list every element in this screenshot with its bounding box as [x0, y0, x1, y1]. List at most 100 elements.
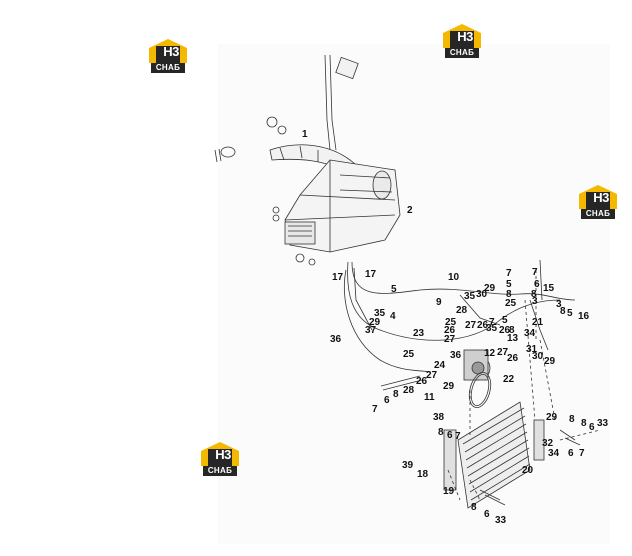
- callout-label: 8: [569, 414, 575, 425]
- diagram-background: [218, 44, 610, 544]
- callout-label: 10: [448, 272, 460, 283]
- refrigerant-line: [347, 261, 561, 341]
- logo-subtext: СНАБ: [151, 63, 185, 73]
- condenser: [443, 401, 545, 509]
- callout-label: 7: [532, 267, 538, 278]
- callout-label: 21: [532, 317, 544, 328]
- callout-numbers: 1 2 17 17 5 10 7 7 6 29 5 8 15 35 30 8 3…: [302, 129, 609, 526]
- logo-text: H3: [593, 190, 609, 205]
- callout-label: 27: [444, 334, 456, 345]
- brand-logo: H3 СНАБ: [442, 23, 482, 59]
- callout-label: 8: [506, 289, 512, 300]
- callout-label: 23: [413, 328, 425, 339]
- callout-label: 1: [302, 129, 308, 140]
- callout-label: 3: [556, 299, 562, 310]
- logo-subtext: СНАБ: [445, 48, 479, 58]
- callout-label: 3: [532, 296, 538, 307]
- callout-label: 36: [450, 350, 462, 361]
- callout-label: 25: [403, 349, 415, 360]
- callout-label: 13: [507, 333, 519, 344]
- callout-label: 6: [384, 395, 390, 406]
- callout-label: 37: [365, 325, 377, 336]
- compressor: [463, 349, 491, 381]
- logo-subtext: СНАБ: [581, 209, 615, 219]
- callout-label: 8: [393, 389, 399, 400]
- callout-label: 35: [486, 323, 498, 334]
- callout-label: 33: [597, 418, 609, 429]
- callout-label: 7: [506, 268, 512, 279]
- logo-text: H3: [215, 447, 231, 462]
- callout-label: 6: [568, 448, 574, 459]
- callout-label: 28: [456, 305, 468, 316]
- callout-label: 7: [455, 431, 461, 442]
- callout-label: 34: [548, 448, 560, 459]
- callout-label: 24: [434, 360, 446, 371]
- house-logo-icon: [201, 442, 239, 466]
- callout-label: 28: [403, 385, 415, 396]
- callout-label: 27: [497, 347, 509, 358]
- callout-label: 26: [499, 325, 511, 336]
- callout-label: 5: [391, 284, 397, 295]
- callout-label: 11: [424, 392, 435, 403]
- callout-label: 5: [567, 308, 573, 319]
- callout-label: 27: [465, 320, 477, 331]
- callout-label: 16: [578, 311, 590, 322]
- callout-label: 6: [447, 430, 453, 441]
- callout-label: 26: [416, 376, 428, 387]
- callout-label: 20: [522, 465, 534, 476]
- callout-label: 33: [495, 515, 507, 526]
- callout-label: 30: [476, 289, 488, 300]
- callout-label: 35: [464, 291, 476, 302]
- callout-label: 7: [372, 404, 378, 415]
- brand-logo: H3 СНАБ: [148, 38, 188, 74]
- callout-label: 12: [484, 348, 496, 359]
- callout-label: 26: [507, 353, 519, 364]
- drive-belt: [468, 372, 492, 408]
- callout-label: 5: [502, 315, 508, 326]
- callout-label: 18: [417, 469, 429, 480]
- logo-text: H3: [457, 29, 473, 44]
- callout-label: 9: [436, 297, 442, 308]
- callout-label: 8: [509, 325, 515, 336]
- callout-label: 25: [505, 298, 517, 309]
- callout-label: 36: [330, 334, 342, 345]
- callout-label: 39: [402, 460, 414, 471]
- callout-label: 29: [484, 283, 496, 294]
- callout-label: 7: [489, 317, 495, 328]
- callout-label: 29: [544, 356, 556, 367]
- callout-label: 31: [526, 344, 538, 355]
- callout-label: 2: [407, 205, 413, 216]
- callout-label: 29: [443, 381, 455, 392]
- brand-logo: H3 СНАБ: [578, 184, 618, 220]
- callout-label: 15: [543, 283, 555, 294]
- logo-text: H3: [163, 44, 179, 59]
- house-logo-icon: [149, 39, 187, 63]
- callout-label: 38: [433, 412, 445, 423]
- callout-label: 32: [542, 438, 554, 449]
- brand-logo: H3 СНАБ: [200, 441, 240, 477]
- callout-label: 6: [484, 509, 490, 520]
- callout-label: 22: [503, 374, 515, 385]
- callout-label: 17: [332, 272, 344, 283]
- callout-label: 7: [579, 448, 585, 459]
- callout-label: 5: [506, 279, 512, 290]
- callout-label: 30: [532, 351, 544, 362]
- house-logo-icon: [443, 24, 481, 48]
- logo-subtext: СНАБ: [203, 466, 237, 476]
- callout-label: 27: [426, 370, 438, 381]
- callout-label: 29: [546, 412, 558, 423]
- callout-label: 8: [581, 418, 587, 429]
- callout-label: 34: [524, 328, 536, 339]
- callout-label: 8: [438, 427, 444, 438]
- callout-label: 35: [374, 308, 386, 319]
- callout-label: 19: [443, 486, 455, 497]
- callout-label: 25: [445, 317, 457, 328]
- house-logo-icon: [579, 185, 617, 209]
- callout-label: 29: [369, 317, 381, 328]
- callout-label: 26: [444, 325, 456, 336]
- callout-label: 4: [390, 311, 396, 322]
- callout-label: 6: [534, 279, 540, 290]
- callout-label: 17: [365, 269, 377, 280]
- callout-label: 26: [477, 320, 489, 331]
